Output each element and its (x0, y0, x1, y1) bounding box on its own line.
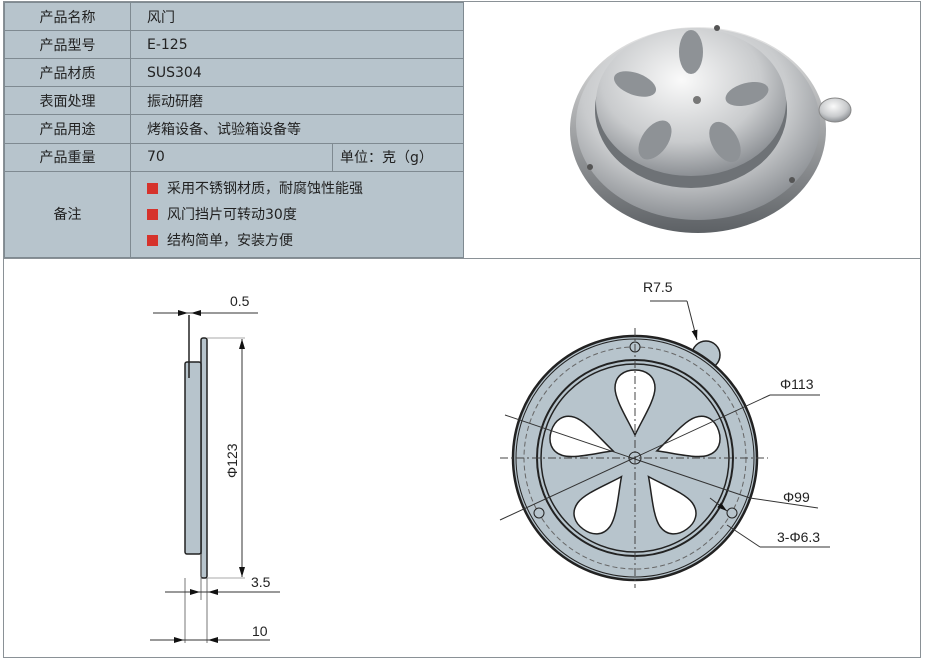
product-photo (570, 25, 852, 233)
dim-outer-dia: Φ113 (780, 376, 814, 392)
bullet-icon (147, 208, 158, 220)
note-item: 风门挡片可转动30度 (147, 201, 463, 227)
dim-inner-dia: Φ99 (783, 489, 810, 505)
row-value: SUS304 (130, 58, 464, 88)
bullet-icon (147, 234, 158, 246)
note-item: 结构简单，安装方便 (147, 227, 463, 253)
bullet-icon (147, 182, 158, 194)
row-value: 振动研磨 (130, 86, 464, 116)
dim-depth: 10 (252, 623, 268, 639)
row-label: 备注 (4, 170, 131, 259)
table-row: 表面处理振动研磨 (4, 86, 464, 116)
front-view (499, 300, 830, 588)
table-row: 备注 采用不锈钢材质，耐腐蚀性能强 风门挡片可转动30度 结构简单，安装方便 (4, 170, 464, 259)
row-label: 产品材质 (4, 58, 131, 88)
row-value: 风门 (130, 1, 464, 32)
row-label: 产品名称 (4, 1, 131, 32)
row-value: 烤箱设备、试验箱设备等 (130, 114, 464, 144)
dim-holes: 3-Φ6.3 (777, 529, 820, 545)
weight-unit: 单位：克（g） (332, 142, 464, 172)
dim-flange: 3.5 (251, 574, 271, 590)
row-label: 产品用途 (4, 114, 131, 144)
note-item: 采用不锈钢材质，耐腐蚀性能强 (147, 175, 463, 201)
dim-diameter: Φ123 (224, 443, 240, 478)
row-label: 产品重量 (4, 142, 131, 172)
table-row: 产品用途烤箱设备、试验箱设备等 (4, 114, 464, 144)
technical-drawing: 0.5 Φ123 3.5 10 R7.5 Φ113 (150, 279, 830, 643)
side-view (150, 310, 280, 643)
table-row: 产品名称风门 (4, 1, 464, 32)
dim-thickness: 0.5 (230, 293, 250, 309)
section-divider (3, 258, 921, 259)
weight-value: 70 (130, 142, 333, 172)
sheet-frame (3, 1, 921, 658)
row-value: E-125 (130, 30, 464, 60)
notes-cell: 采用不锈钢材质，耐腐蚀性能强 风门挡片可转动30度 结构简单，安装方便 (130, 170, 464, 259)
row-label: 产品型号 (4, 30, 131, 60)
row-label: 表面处理 (4, 86, 131, 116)
dim-knob-radius: R7.5 (643, 279, 673, 295)
